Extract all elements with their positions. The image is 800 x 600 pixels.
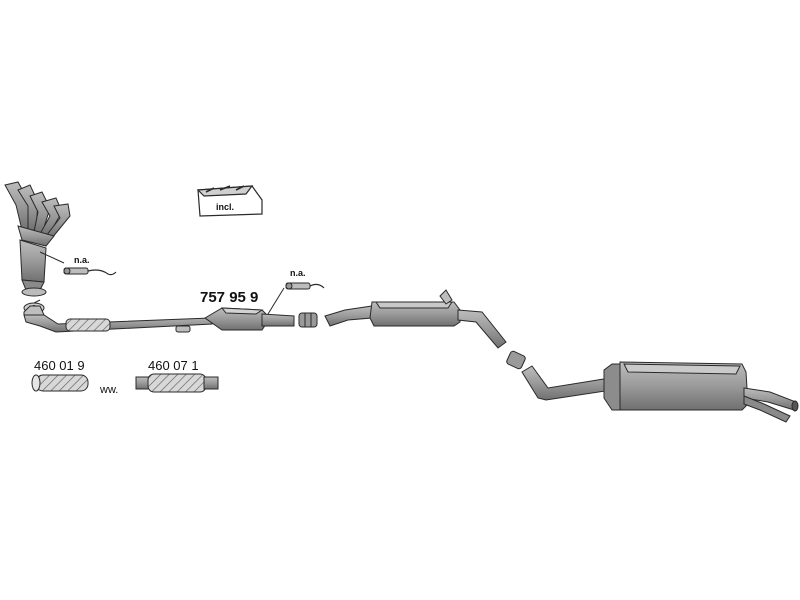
flex-pipe-460-07-1 (135, 373, 219, 393)
rear-silencer (603, 361, 749, 411)
oxygen-sensor-1 (63, 267, 117, 276)
main-part-number-label: 757 95 9 (200, 289, 259, 306)
leader-line-gasket (33, 299, 41, 304)
sensor-2-note-label: n.a. (290, 268, 306, 278)
exhaust-manifold (4, 181, 71, 247)
mounting-kit-box (196, 185, 263, 217)
pipe-clamp-1 (298, 312, 318, 328)
pipe-bracket (175, 325, 191, 333)
pre-catalytic-converter (19, 239, 47, 297)
center-silencer-hanger (439, 289, 453, 305)
pipe-clamp-2 (506, 350, 526, 370)
flex-pipe-460-01-9 (31, 374, 89, 392)
part-number-right-label: 460 07 1 (148, 358, 199, 373)
center-pipe (324, 305, 373, 327)
leader-line-sensor-2 (267, 287, 285, 315)
tail-pipes (743, 387, 799, 423)
leader-line-sensor-1 (39, 251, 65, 264)
alternative-marker-label: ww. (100, 384, 119, 396)
kit-included-label: incl. (216, 202, 235, 212)
center-silencer (369, 301, 461, 327)
catalytic-converter (204, 307, 295, 331)
intermediate-pipe (457, 309, 507, 349)
part-number-left-label: 460 01 9 (34, 358, 85, 373)
rear-pipe (521, 365, 613, 401)
oxygen-sensor-2 (285, 282, 325, 290)
sensor-1-note-label: n.a. (74, 255, 90, 265)
front-pipe-flex-section (65, 318, 111, 332)
